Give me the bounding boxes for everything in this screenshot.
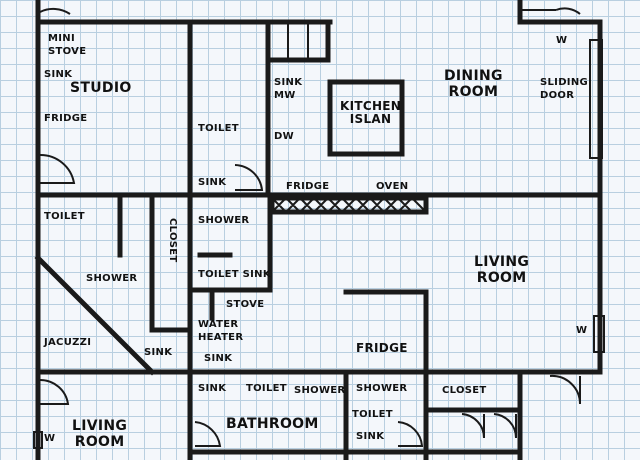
- kitchen-island-line-2: ISLAN: [349, 112, 392, 126]
- room-label-living-right: LIVING ROOM: [474, 254, 529, 286]
- sliding-door-line-1: SLIDING: [540, 77, 588, 88]
- label-bath-shower: SHOWER: [294, 385, 346, 396]
- label-sink-right: SINK: [356, 431, 385, 442]
- label-toilet-left: TOILET: [44, 211, 85, 222]
- label-studio-sink: SINK: [44, 69, 73, 80]
- dining-line-1: DINING: [444, 68, 503, 84]
- living-right-line-1: LIVING: [474, 254, 530, 270]
- water-heater-line-1: WATER: [198, 319, 239, 330]
- mini-stove-line-2: STOVE: [48, 46, 87, 57]
- room-label-bathroom: BATHROOM: [226, 416, 319, 432]
- label-sink-top: SINK: [198, 177, 227, 188]
- label-stove-center: STOVE: [226, 299, 265, 310]
- living-left-line-1: LIVING: [72, 418, 128, 434]
- walls: [34, 0, 605, 460]
- label-dw: DW: [274, 131, 294, 142]
- label-closet-bottom: CLOSET: [442, 385, 487, 396]
- label-studio-fridge: FRIDGE: [44, 113, 88, 124]
- label-closet-center: CLOSET: [167, 218, 178, 263]
- sliding-door-line-2: DOOR: [540, 90, 575, 101]
- door-swings: [33, 7, 582, 449]
- room-label-dining: DINING ROOM: [444, 68, 503, 100]
- label-w-left: W: [44, 433, 56, 444]
- label-toilet-top: TOILET: [198, 123, 239, 134]
- room-label-living-left: LIVING ROOM: [72, 418, 127, 450]
- label-kitchen-fridge: FRIDGE: [286, 181, 330, 192]
- label-water-heater: WATER HEATER: [198, 318, 243, 344]
- label-jacuzzi: JACUZZI: [44, 337, 92, 348]
- living-right-line-2: ROOM: [476, 270, 527, 286]
- label-shower-center: SHOWER: [198, 215, 250, 226]
- label-shower-left: SHOWER: [86, 273, 138, 284]
- label-sink-jacuzzi: SINK: [144, 347, 173, 358]
- label-fridge-lower: FRIDGE: [356, 341, 408, 355]
- label-kitchen-sink-mw: SINK MW: [274, 76, 302, 102]
- label-bath-sink: SINK: [198, 383, 227, 394]
- label-w-right: W: [576, 325, 588, 336]
- label-toilet-right: TOILET: [352, 409, 393, 420]
- label-toilet-sink-center: TOILET SINK: [198, 269, 271, 280]
- label-w-top: W: [556, 35, 568, 46]
- label-shower-right: SHOWER: [356, 383, 408, 394]
- kitchen-mw-line-2: MW: [274, 90, 296, 101]
- label-kitchen-island: KITCHEN ISLAN: [340, 100, 401, 126]
- room-label-studio: STUDIO: [70, 80, 132, 96]
- label-sliding-door: SLIDING DOOR: [540, 76, 588, 102]
- water-heater-line-2: HEATER: [198, 332, 244, 343]
- kitchen-sink-line-1: SINK: [274, 77, 303, 88]
- living-left-line-2: ROOM: [74, 434, 125, 450]
- dining-line-2: ROOM: [448, 84, 499, 100]
- mini-stove-line-1: MINI: [48, 33, 75, 44]
- label-oven: OVEN: [376, 181, 409, 192]
- label-mini-stove: MINI STOVE: [48, 32, 86, 58]
- kitchen-island-line-1: KITCHEN: [340, 99, 402, 113]
- label-bath-toilet: TOILET: [246, 383, 287, 394]
- label-sink-center: SINK: [204, 353, 233, 364]
